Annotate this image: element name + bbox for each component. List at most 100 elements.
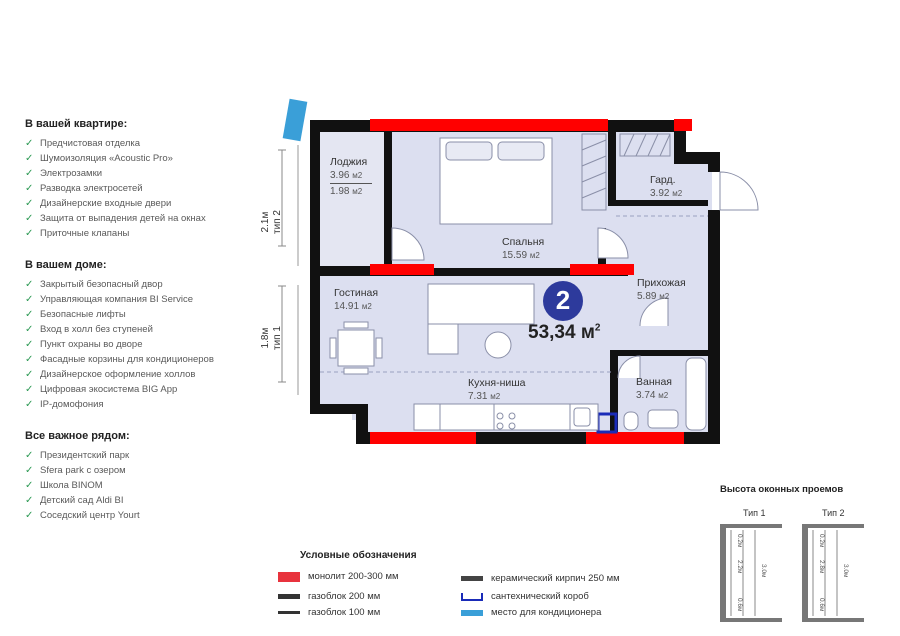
check-icon: ✓ bbox=[25, 168, 34, 179]
apartment-features-list: ✓Предчистовая отделка ✓Шумоизоляция «Aco… bbox=[25, 136, 270, 241]
list-item: ✓Соседский центр Yourt bbox=[25, 510, 140, 521]
monolith-walls bbox=[370, 119, 692, 444]
list-item: ✓Sfera park с озером bbox=[25, 465, 126, 476]
check-icon: ✓ bbox=[25, 138, 34, 149]
list-item: ✓Безопасные лифты bbox=[25, 309, 126, 320]
dimension-markers bbox=[278, 149, 286, 383]
t2-total: 3.0м bbox=[842, 564, 849, 578]
check-icon: ✓ bbox=[25, 339, 34, 350]
list-item: ✓Фасадные корзины для кондиционеров bbox=[25, 354, 214, 365]
legend-monolith: монолит 200-300 мм bbox=[278, 571, 399, 582]
room-bedroom: Спальня 15.59 м2 bbox=[502, 236, 545, 261]
t1-total: 3.0м bbox=[760, 564, 767, 578]
check-icon: ✓ bbox=[25, 279, 34, 290]
room-bath: Ванная 3.74 м2 bbox=[636, 376, 672, 401]
list-item: ✓Закрытый безопасный двор bbox=[25, 279, 163, 290]
bed bbox=[439, 137, 553, 225]
room-kitchen: Кухня-ниша 7.31 м2 bbox=[468, 377, 526, 402]
window-dim-lower: 1.8м тип 1 bbox=[260, 326, 283, 350]
list-item: ✓Цифровая экосистема BIG App bbox=[25, 384, 178, 395]
check-icon: ✓ bbox=[25, 324, 34, 335]
room-wardrobe: Гард. 3.92 м2 bbox=[650, 174, 683, 199]
legend-gasblock-200: газоблок 200 мм bbox=[278, 591, 380, 602]
check-icon: ✓ bbox=[25, 294, 34, 305]
gasblock-200-swatch bbox=[278, 594, 300, 599]
t1-bottom: 0.6м bbox=[736, 598, 743, 612]
list-item: ✓Управляющая компания BI Service bbox=[25, 294, 193, 305]
window-heights: Высота оконных проемов Тип 1 Тип 2 0.2м … bbox=[705, 482, 890, 632]
apartment-features-title: В вашей квартире: bbox=[25, 118, 128, 130]
legend-sanitary: сантехнический короб bbox=[461, 591, 589, 602]
legend-brick: керамический кирпич 250 мм bbox=[461, 573, 620, 584]
wardrobe-shelves bbox=[581, 133, 671, 211]
check-icon: ✓ bbox=[25, 399, 34, 410]
nearby-list: ✓Президентский парк ✓Sfera park с озером… bbox=[25, 448, 270, 523]
type1-label: Тип 1 bbox=[743, 508, 766, 518]
list-item: ✓Предчистовая отделка bbox=[25, 138, 141, 149]
room-loggia: Лоджия 3.96 м2 1.98 м2 bbox=[330, 156, 372, 198]
list-item: ✓Шумоизоляция «Acoustic Pro» bbox=[25, 153, 173, 164]
type2-label: Тип 2 bbox=[822, 508, 845, 518]
monolith-swatch bbox=[278, 571, 300, 582]
ac-swatch bbox=[461, 609, 483, 616]
list-item: ✓Пункт охраны во дворе bbox=[25, 339, 143, 350]
check-icon: ✓ bbox=[25, 354, 34, 365]
check-icon: ✓ bbox=[25, 228, 34, 239]
t2-bottom: 0.6м bbox=[818, 598, 825, 612]
list-item: ✓Президентский парк bbox=[25, 450, 130, 461]
gasblock-100-swatch bbox=[278, 611, 300, 614]
window-heights-title: Высота оконных проемов bbox=[720, 484, 844, 495]
dining-set bbox=[329, 321, 383, 375]
room-hall: Прихожая 5.89 м2 bbox=[637, 277, 686, 302]
features-panel: В вашей квартире: ✓Предчистовая отделка … bbox=[25, 118, 270, 537]
list-item: ✓Дизайнерское оформление холлов bbox=[25, 369, 196, 380]
t2-top: 0.2м bbox=[818, 534, 825, 548]
t2-mid: 2.8м bbox=[818, 560, 825, 574]
t1-mid: 2.2м bbox=[736, 560, 743, 574]
legend-title: Условные обозначения bbox=[300, 550, 417, 561]
room-count-badge-circle bbox=[543, 281, 583, 321]
list-item: ✓Школа BINOM bbox=[25, 480, 103, 491]
doors bbox=[391, 171, 759, 379]
bath-fixtures bbox=[623, 357, 707, 431]
sofa bbox=[427, 283, 535, 355]
list-item: ✓Защита от выпадения детей на окнах bbox=[25, 213, 206, 224]
t1-top: 0.2м bbox=[736, 534, 743, 548]
brick-swatch bbox=[461, 576, 483, 581]
list-item: ✓Вход в холл без ступеней bbox=[25, 324, 153, 335]
nearby-title: Все важное рядом: bbox=[25, 430, 130, 442]
list-item: ✓Приточные клапаны bbox=[25, 228, 130, 239]
check-icon: ✓ bbox=[25, 153, 34, 164]
check-icon: ✓ bbox=[25, 213, 34, 224]
room-living: Гостиная 14.91 м2 bbox=[334, 287, 379, 312]
list-item: ✓Дизайнерские входные двери bbox=[25, 198, 172, 209]
check-icon: ✓ bbox=[25, 198, 34, 209]
legend-ac: место для кондиционера bbox=[461, 607, 601, 618]
loggia-floor bbox=[320, 130, 386, 270]
check-icon: ✓ bbox=[25, 495, 34, 506]
list-item: ✓IP-домофония bbox=[25, 399, 104, 410]
check-icon: ✓ bbox=[25, 384, 34, 395]
list-item: ✓Детский сад Aldi BI bbox=[25, 495, 124, 506]
dashed-lines bbox=[320, 215, 708, 373]
room-count: 2 bbox=[555, 285, 571, 315]
list-item: ✓Электрозамки bbox=[25, 168, 103, 179]
check-icon: ✓ bbox=[25, 465, 34, 476]
coffee-table bbox=[484, 331, 512, 359]
ac-unit bbox=[282, 98, 308, 142]
check-icon: ✓ bbox=[25, 480, 34, 491]
window-dim-upper: 2.1м тип 2 bbox=[260, 210, 283, 234]
building-features-title: В вашем доме: bbox=[25, 259, 107, 271]
building-features-list: ✓Закрытый безопасный двор ✓Управляющая к… bbox=[25, 277, 270, 412]
loggia-divider bbox=[330, 183, 372, 184]
check-icon: ✓ bbox=[25, 309, 34, 320]
check-icon: ✓ bbox=[25, 369, 34, 380]
check-icon: ✓ bbox=[25, 450, 34, 461]
total-area: 53,34 м2 bbox=[528, 322, 601, 343]
check-icon: ✓ bbox=[25, 183, 34, 194]
kitchen-counter bbox=[413, 403, 599, 431]
legend-gasblock-100: газоблок 100 мм bbox=[278, 607, 380, 618]
list-item: ✓Разводка электросетей bbox=[25, 183, 143, 194]
legend: Условные обозначения монолит 200-300 мм … bbox=[278, 548, 658, 628]
